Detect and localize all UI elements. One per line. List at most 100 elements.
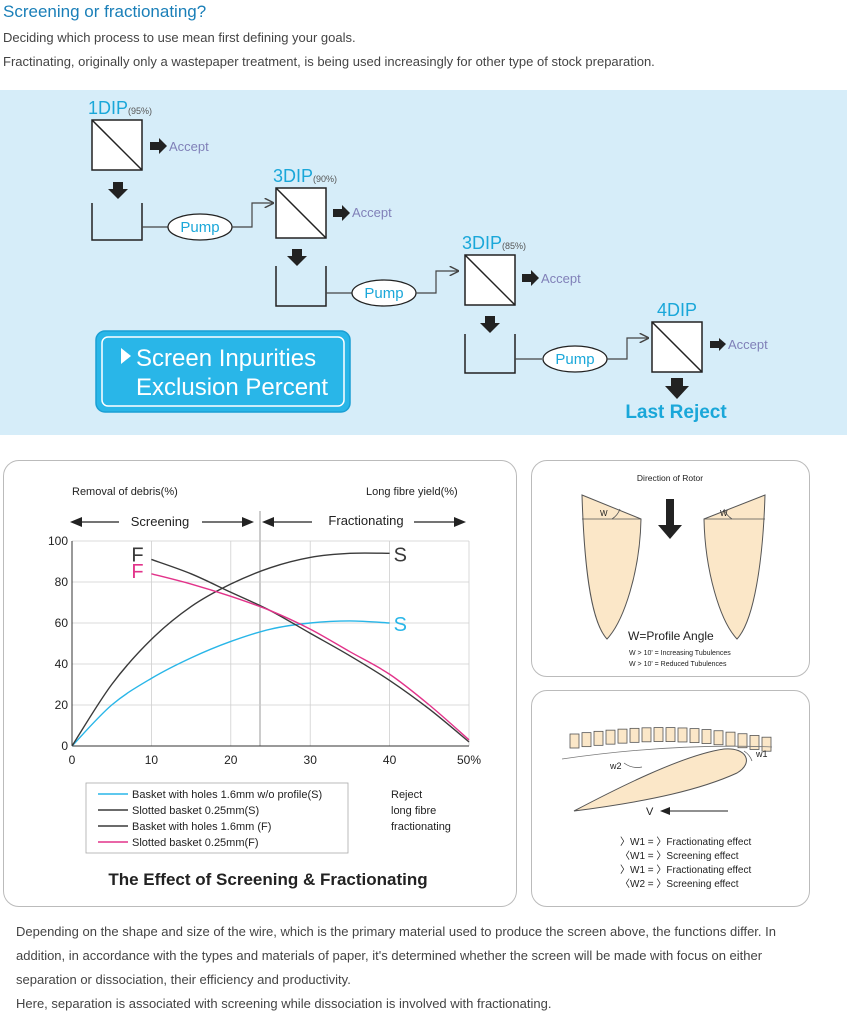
yield-label: Long fibre yield(%)	[366, 486, 458, 498]
rotor-direction-label: Direction of Rotor	[637, 473, 703, 483]
chart-legend: Basket with holes 1.6mm w/o profile(S) Sl…	[85, 782, 349, 854]
reject-legend-1: Reject	[391, 789, 422, 801]
series-line-4	[151, 573, 470, 741]
rotor-direction-arrow	[658, 499, 682, 539]
banner-line-2: Exclusion Percent	[136, 374, 328, 401]
wire-bar	[677, 727, 688, 743]
left-blade-w: W	[600, 509, 608, 518]
series-line-3	[151, 558, 470, 743]
intro-line-2: Fractinating, originally only a wastepap…	[3, 54, 655, 69]
rotor-panel: Direction of Rotor W W W=Profile Angle W…	[531, 460, 810, 677]
x-tick-label: 20	[224, 753, 238, 767]
pump-label-3: Pump	[555, 351, 594, 368]
w1-label: w1	[755, 749, 768, 759]
screen-box-2	[275, 187, 327, 239]
wire-bar	[653, 727, 664, 742]
accept-arrow-1	[150, 138, 167, 154]
wire-bar	[725, 731, 736, 747]
last-reject-label: Last Reject	[625, 402, 727, 423]
y-tick-label: 80	[55, 575, 69, 589]
y-tick-label: 100	[48, 534, 68, 548]
x-tick-label: 40	[383, 753, 397, 767]
foil-profile	[573, 748, 747, 812]
effect-1: 〉W1 = 〉Fractionating effect	[620, 836, 751, 848]
footer-paragraph-2: Here, separation is associated with scre…	[16, 996, 552, 1011]
legend-label-2: Slotted basket 0.25mm(S)	[132, 805, 259, 817]
chart-title: The Effect of Screening & Fractionating	[108, 870, 427, 889]
stage-1-label: 1DIP(95%)	[88, 98, 152, 118]
x-tick-label: 30	[304, 753, 318, 767]
effect-3: 〉W1 = 〉Fractionating effect	[620, 864, 751, 876]
fractionating-region-label: Fractionating	[262, 513, 466, 528]
legend-label-4: Slotted basket 0.25mm(F)	[132, 837, 259, 849]
wire-bar	[749, 735, 760, 750]
reject-arrow	[665, 378, 689, 399]
screen-box-4	[651, 321, 703, 373]
turbulence-note-2: W > 10' = Reduced Tubulences	[629, 661, 727, 668]
process-flow-diagram: 1DIP(95%) Accept Pump 3DIP(90%) Accept P…	[0, 90, 847, 435]
footer-text: Depending on the shape and size of the w…	[16, 920, 826, 1016]
tank-2	[275, 266, 327, 307]
wire-curve	[561, 745, 773, 760]
effect-4: 〈W2 = 〉Screening effect	[620, 878, 739, 890]
velocity-arrow	[660, 807, 728, 815]
wire-svg: w1 w2 V 〉W1 = 〉Fractionating effect 〈W1 …	[561, 727, 773, 890]
chart-svg: Removal of debris(%) Long fibre yield(%)…	[48, 486, 481, 889]
wire-profile-panel: w1 w2 V 〉W1 = 〉Fractionating effect 〈W1 …	[531, 690, 810, 907]
wire-bar	[605, 729, 616, 745]
right-blade: W	[703, 494, 766, 640]
wire-bar	[665, 727, 676, 742]
banner-line-1: Screen Inpurities	[136, 345, 316, 372]
left-blade: W	[581, 494, 642, 640]
removal-label: Removal of debris(%)	[72, 486, 178, 498]
accept-arrow-4	[710, 338, 726, 351]
svg-text:Fractionating: Fractionating	[328, 513, 403, 528]
series-end-label-1: S	[394, 614, 407, 636]
wire-bar	[701, 729, 712, 744]
pump-label-1: Pump	[180, 219, 219, 236]
wire-bar	[581, 732, 592, 748]
exclusion-banner: Screen Inpurities Exclusion Percent	[95, 330, 351, 413]
y-tick-label: 60	[55, 616, 69, 630]
wire-bars	[569, 727, 772, 752]
x-tick-label: 10	[145, 753, 159, 767]
wire-bar	[641, 727, 652, 743]
page-title: Screening or fractionating?	[3, 2, 207, 21]
effect-2: 〈W1 = 〉Screening effect	[620, 850, 739, 862]
y-tick-label: 20	[55, 698, 69, 712]
tank-1	[91, 203, 143, 241]
screening-region-label: Screening	[70, 514, 254, 529]
accept-arrow-2	[333, 205, 350, 221]
legend-label-1: Basket with holes 1.6mm w/o profile(S)	[132, 789, 322, 801]
wire-bar	[617, 728, 628, 744]
x-tick-label: 0	[69, 753, 76, 767]
wire-bar	[761, 736, 772, 752]
legend-box	[85, 782, 349, 854]
chart-panel: Removal of debris(%) Long fibre yield(%)…	[3, 460, 517, 907]
stage-3-label: 3DIP(85%)	[462, 233, 526, 253]
series-line-2	[71, 552, 390, 747]
series-end-label-3: F	[131, 544, 143, 566]
footer-paragraph-1: Depending on the shape and size of the w…	[16, 924, 776, 987]
w2-label: w2	[609, 761, 622, 771]
y-tick-label: 40	[55, 657, 69, 671]
series-end-label-2: S	[394, 544, 407, 566]
series-line-1	[71, 620, 390, 747]
rotor-svg: Direction of Rotor W W W=Profile Angle W…	[581, 473, 766, 668]
reject-legend-2: long fibre	[391, 805, 436, 817]
accept-label-4: Accept	[728, 337, 768, 352]
tank-3	[464, 334, 516, 374]
pump-label-2: Pump	[364, 285, 403, 302]
screen-box-3	[464, 254, 516, 306]
down-arrow-3	[480, 316, 500, 333]
x-tick-label: 50%	[457, 753, 481, 767]
reject-legend-3: fractionating	[391, 821, 451, 833]
turbulence-note-1: W > 10' = Increasing Tubulences	[629, 650, 731, 657]
wire-bar	[569, 733, 580, 749]
accept-label-3: Accept	[541, 271, 581, 286]
down-arrow-1	[108, 182, 128, 199]
down-arrow-2	[287, 249, 307, 266]
stage-4-label: 4DIP	[657, 300, 697, 320]
accept-label-1: Accept	[169, 139, 209, 154]
